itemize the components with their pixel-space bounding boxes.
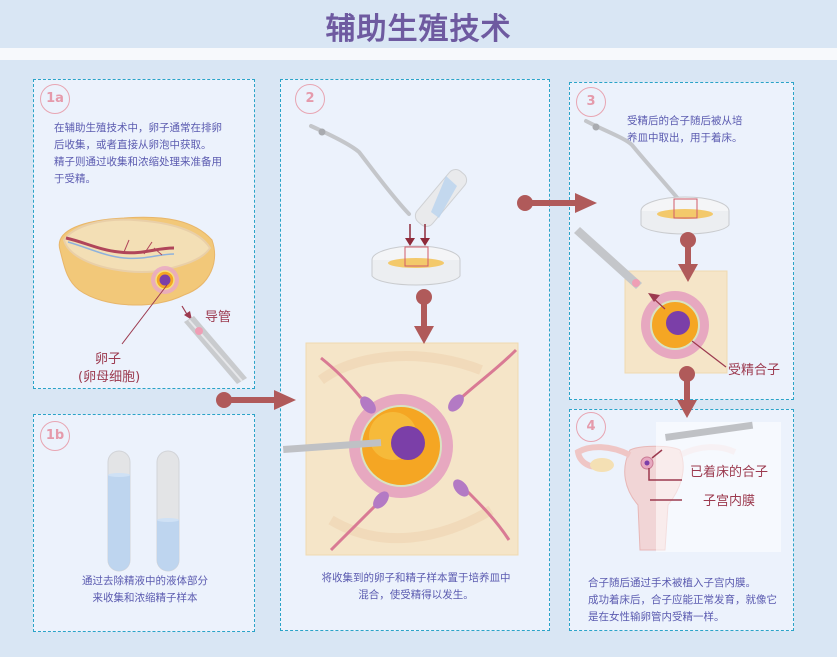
pipette-icon [309, 124, 411, 216]
text-line: 养皿中取出，用于着床。 [627, 132, 743, 144]
blood-vessel [65, 236, 175, 255]
sperm-icon [320, 348, 518, 552]
petri-dish-icon [640, 196, 730, 235]
test-tube-full [107, 450, 131, 572]
ovary-cut-surface [62, 218, 212, 273]
panel-step-1b: 1b 通过去除精液中的液体部分 来收集和浓缩精子样本 [33, 414, 255, 632]
text-line: 于受精。 [54, 173, 96, 185]
injection-needle-icon [283, 439, 382, 453]
zygote-closeup [624, 270, 728, 374]
zygote-nucleus [666, 311, 690, 335]
mixing-illustration [283, 124, 519, 556]
endometrium-label: 子宫内膜 [703, 494, 756, 509]
fertilization-closeup [283, 342, 519, 556]
panel-step-2: 2 [280, 79, 550, 631]
step-badge-1a: 1a [40, 84, 70, 114]
extraction-needle-icon [574, 227, 642, 289]
petri-dish-icon [371, 245, 461, 286]
label-backdrop [656, 422, 781, 552]
header-divider [0, 48, 837, 60]
zygote-label: 受精合子 [728, 363, 781, 378]
text-line: 后收集，或者直接从卵泡中获取。 [54, 139, 212, 151]
header [0, 0, 837, 48]
step-badge-3: 3 [576, 87, 606, 117]
step-2-description: 将收集到的卵子和精子样本置于培养皿中 混合，使受精得以发生。 [281, 570, 551, 604]
panel-step-1a: 1a 在辅助生殖技术中，卵子通常在排卵 后收集，或者直接从卵泡中获取。 精子则通… [33, 79, 255, 389]
oocyte-label: (卵母细胞) [78, 370, 141, 385]
sperm-tube-icon [414, 169, 468, 227]
text-line: 混合，使受精得以发生。 [358, 589, 474, 601]
text-line: 是在女性输卵管内受精一样。 [588, 611, 725, 623]
step-badge-4: 4 [576, 412, 606, 442]
arrow-head-icon [184, 311, 192, 320]
text-line: 受精后的合子随后被从培 [627, 115, 743, 127]
page-title: 辅助生殖技术 [325, 12, 512, 47]
arrow-head-icon [648, 293, 660, 302]
zygote-retrieval-illustration [574, 119, 730, 374]
text-line: 成功着床后，合子应能正常发育，就像它 [588, 594, 777, 606]
step-4-description: 合子随后通过手术被植入子宫内膜。 成功着床后，合子应能正常发育，就像它 是在女性… [588, 575, 793, 626]
text-line: 在辅助生殖技术中，卵子通常在排卵 [54, 122, 222, 134]
text-line: 来收集和浓缩精子样本 [92, 592, 198, 604]
text-line: 通过去除精液中的液体部分 [82, 575, 208, 587]
test-tubes-illustration [107, 450, 180, 572]
transfer-catheter-icon [664, 421, 754, 441]
text-line: 合子随后通过手术被植入子宫内膜。 [588, 577, 756, 589]
oocyte-nucleus [159, 274, 171, 286]
step-badge-2: 2 [295, 84, 325, 114]
pipette-icon [584, 119, 687, 209]
catheter-label: 导管 [205, 310, 232, 325]
egg-label: 卵子 [95, 352, 122, 367]
text-line: 精子则通过收集和浓缩处理来准备用 [54, 156, 222, 168]
implanted-pointer [648, 468, 682, 481]
test-tube-concentrated [156, 450, 180, 572]
panel-step-3: 3 受精后的合子随后被从培 养皿中取出，用于着床。 受精合子 [569, 82, 794, 400]
step-1b-description: 通过去除精液中的液体部分 来收集和浓缩精子样本 [34, 573, 256, 607]
egg-pointer-line [121, 284, 168, 345]
catheter-icon [184, 316, 247, 384]
ovary-icon [590, 458, 614, 472]
text-line: 将收集到的卵子和精子样本置于培养皿中 [321, 572, 511, 584]
step-badge-1b: 1b [40, 421, 70, 451]
arrow-down-icon [405, 238, 415, 246]
implanted-zygote-label: 已着床的合子 [690, 465, 769, 480]
step-1a-description: 在辅助生殖技术中，卵子通常在排卵 后收集，或者直接从卵泡中获取。 精子则通过收集… [54, 120, 254, 188]
step-3-description: 受精后的合子随后被从培 养皿中取出，用于着床。 [627, 113, 792, 147]
arrow-down-icon [420, 238, 430, 246]
uterus-illustration [574, 421, 781, 552]
egg-nucleus [391, 426, 425, 460]
panel-step-4: 4 已着床的合子 子宫内膜 合子随后通过手术被植入子宫内膜。 成功着床后，合子应… [569, 409, 794, 631]
ovary-illustration [58, 216, 247, 384]
